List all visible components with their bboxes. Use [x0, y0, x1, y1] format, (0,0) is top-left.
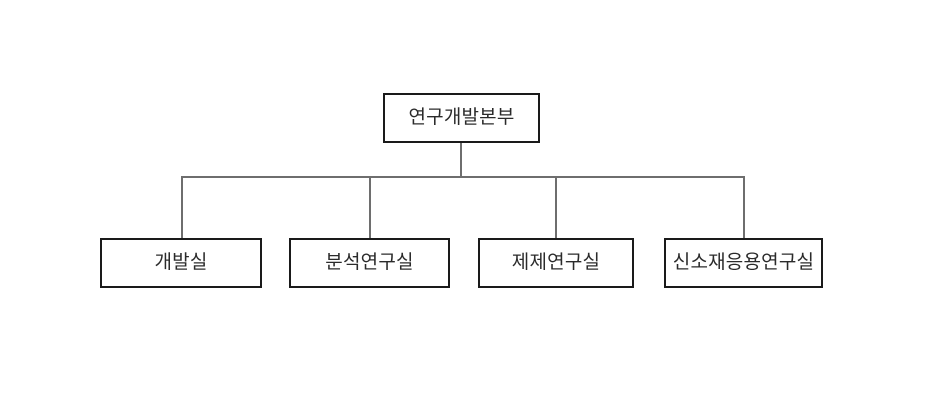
connector-root-stem	[460, 143, 462, 178]
connector-drop-2	[369, 176, 371, 238]
org-node-child-3-label: 제제연구실	[511, 251, 601, 273]
org-node-child-2-label: 분석연구실	[325, 251, 414, 273]
org-node-root[interactable]: 연구개발본부	[383, 93, 540, 143]
org-node-child-1-label: 개발실	[154, 251, 208, 273]
connector-drop-3	[555, 176, 557, 238]
connector-horizontal-bus	[181, 176, 745, 178]
connector-drop-4	[743, 176, 745, 238]
org-node-child-4-label: 신소재응용연구실	[672, 251, 815, 273]
org-node-child-2[interactable]: 분석연구실	[289, 238, 450, 288]
org-node-root-label: 연구개발본부	[408, 106, 515, 128]
org-node-child-3[interactable]: 제제연구실	[478, 238, 634, 288]
org-node-child-4[interactable]: 신소재응용연구실	[664, 238, 823, 288]
connector-drop-1	[181, 176, 183, 238]
org-node-child-1[interactable]: 개발실	[100, 238, 262, 288]
